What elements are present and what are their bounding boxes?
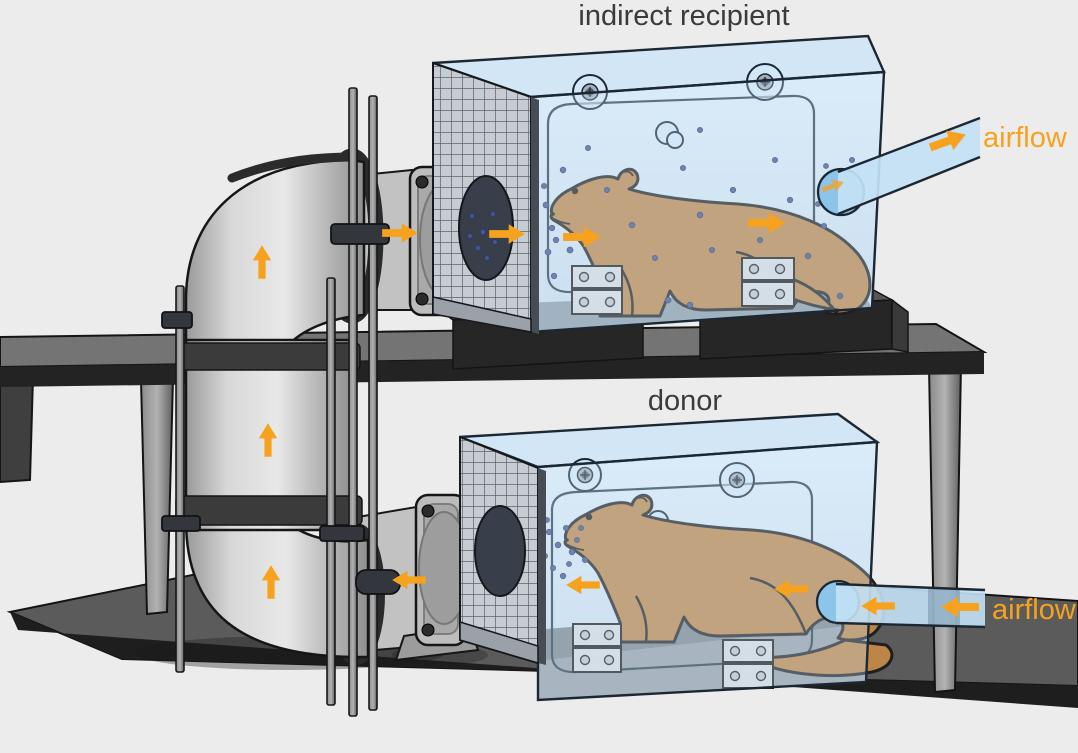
fan-opening	[458, 175, 514, 281]
stand-rod	[368, 95, 378, 711]
rod-clamp	[161, 311, 193, 329]
aerosol-particles-donor	[542, 517, 589, 580]
cage-front-pane	[536, 440, 879, 702]
shelf-leg-left	[139, 376, 175, 616]
latch-screws	[578, 263, 786, 308]
donor-cage	[459, 412, 894, 702]
ferret-donor	[563, 493, 894, 677]
label-donor: donor	[648, 385, 723, 417]
bubble-icon	[655, 121, 684, 149]
latch	[572, 623, 774, 689]
stand-rod	[348, 87, 358, 717]
cage-floor	[538, 624, 866, 700]
duct-elbow-bottom	[184, 518, 370, 659]
rod-clamp	[330, 223, 390, 245]
shelf-leg-right	[927, 362, 963, 694]
mesh-wall-recipient	[432, 61, 539, 334]
fan-opening	[474, 505, 526, 597]
fan-unit-donor	[392, 493, 488, 665]
recipient-cage	[432, 34, 886, 334]
bolt-icon	[415, 175, 429, 189]
bolt-icon	[421, 623, 435, 637]
port-screw	[568, 458, 602, 492]
rod-clamp	[161, 515, 201, 532]
duct-elbow-top-ridge	[227, 152, 357, 183]
air-duct-system	[135, 87, 445, 717]
aerosol-particles-fan	[467, 211, 498, 261]
stand-rod	[326, 277, 336, 706]
label-indirect-recipient: indirect recipient	[578, 0, 789, 32]
bolt-icon	[421, 504, 435, 518]
intake-tube	[815, 579, 986, 629]
rod-clamp	[319, 525, 365, 542]
label-airflow-top: airflow	[983, 122, 1068, 154]
bolt-icon	[415, 292, 429, 306]
port-screw	[719, 462, 755, 498]
mesh-wall-donor	[459, 435, 546, 665]
latch-screws	[579, 629, 767, 682]
rod-clamp	[355, 569, 401, 595]
stand-rod	[175, 285, 185, 673]
label-airflow-bottom: airflow	[992, 594, 1077, 626]
ferret-tail	[746, 638, 894, 677]
